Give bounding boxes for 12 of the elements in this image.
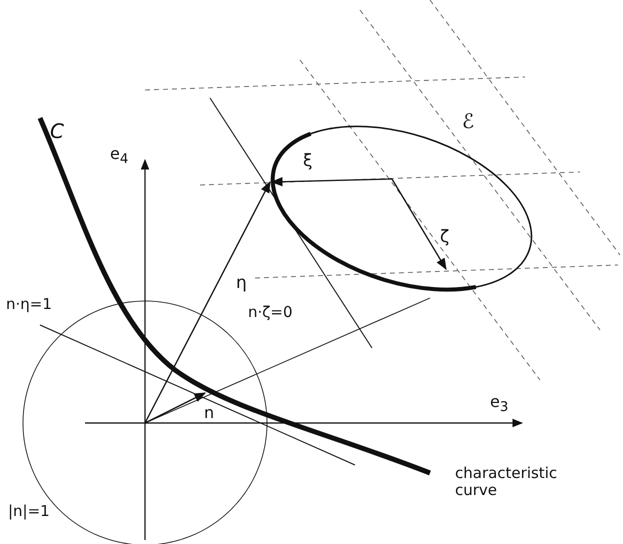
math-label: characteristic curve [455, 465, 558, 498]
math-label: e$_{3}$ [490, 393, 508, 416]
math-label: n·η=1 [6, 296, 52, 312]
math-label: n [204, 404, 214, 422]
math-label: e$_{4}$ [110, 145, 128, 168]
math-label: n·ζ=0 [248, 304, 293, 320]
math-label: ζ [440, 228, 450, 247]
math-label: η [236, 274, 247, 293]
math-label: ξ [303, 152, 312, 171]
math-label: C [50, 120, 64, 142]
math-label: ℰ [462, 110, 474, 132]
math-label: |n|=1 [8, 503, 50, 520]
